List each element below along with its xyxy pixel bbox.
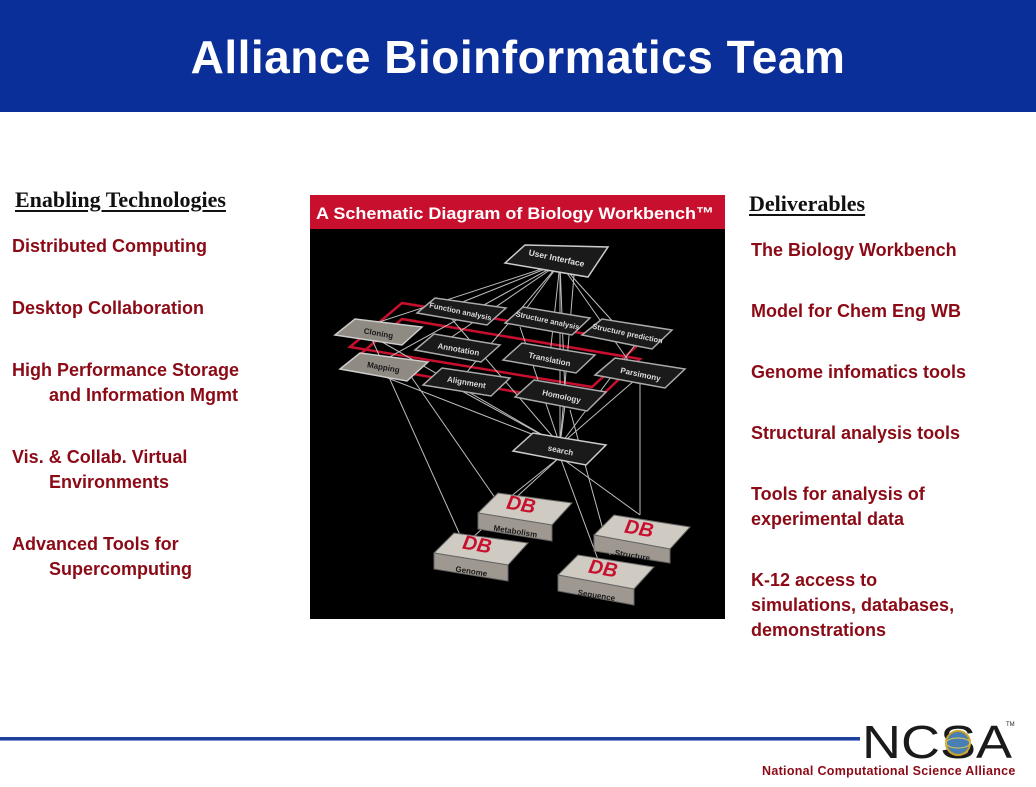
metabolism-db: DB Metabolism (476, 492, 574, 542)
cloning-box (333, 318, 424, 346)
sequence-db: DB Sequence (556, 554, 655, 606)
enabling-technologies-list: Distributed Computing Desktop Collaborat… (12, 234, 302, 619)
page-title: Alliance Bioinformatics Team (190, 31, 846, 83)
db-icon: DB (623, 516, 655, 543)
list-item: Distributed Computing (12, 236, 207, 256)
workbench-diagram: A Schematic Diagram of Biology Workbench… (310, 195, 725, 606)
ncsa-logo: NCSA TM (862, 716, 1015, 766)
genome-db: DB Genome (432, 532, 530, 582)
annotation-box (413, 333, 502, 363)
footer-rule (0, 740, 860, 741)
homology-box (513, 379, 608, 412)
alignment-box (421, 367, 512, 397)
user-interface-box (503, 244, 610, 278)
figure-banner (310, 195, 725, 229)
figure-banner-text: A Schematic Diagram of Biology Workbench… (316, 204, 714, 223)
list-item: The Biology Workbench (751, 240, 957, 260)
structure-db: DB Structure (592, 514, 691, 564)
translation-box (501, 342, 597, 374)
db-icon: DB (587, 556, 619, 583)
search-box (511, 432, 608, 466)
db-icon: DB (461, 532, 493, 559)
list-item: Model for Chem Eng WB (751, 301, 961, 321)
enabling-technologies-heading: Enabling Technologies (15, 187, 226, 212)
workbench-schematic-figure: A Schematic Diagram of Biology Workbench… (310, 195, 725, 619)
list-item: Genome infomatics tools (751, 362, 967, 382)
mapping-box (338, 352, 430, 382)
ncsa-logo-text: NCSA (862, 716, 1012, 766)
list-item: Structural analysis tools (751, 423, 961, 443)
footer-org-name: National Computational Science Alliance (762, 764, 1016, 778)
title-banner: Alliance Bioinformatics Team (0, 0, 1036, 112)
list-item: Desktop Collaboration (12, 298, 205, 318)
footer-rule (0, 737, 860, 740)
parsimony-box (593, 357, 687, 389)
globe-icon (945, 730, 971, 756)
deliverables-heading: Deliverables (749, 191, 866, 216)
db-icon: DB (505, 492, 537, 519)
function-analysis-box (415, 297, 508, 326)
structure-prediction-box (580, 318, 674, 350)
trademark-mark: TM (1006, 722, 1015, 728)
structure-analysis-box (503, 306, 592, 336)
deliverables-list: The Biology Workbench Model for Chem Eng… (751, 238, 1021, 679)
